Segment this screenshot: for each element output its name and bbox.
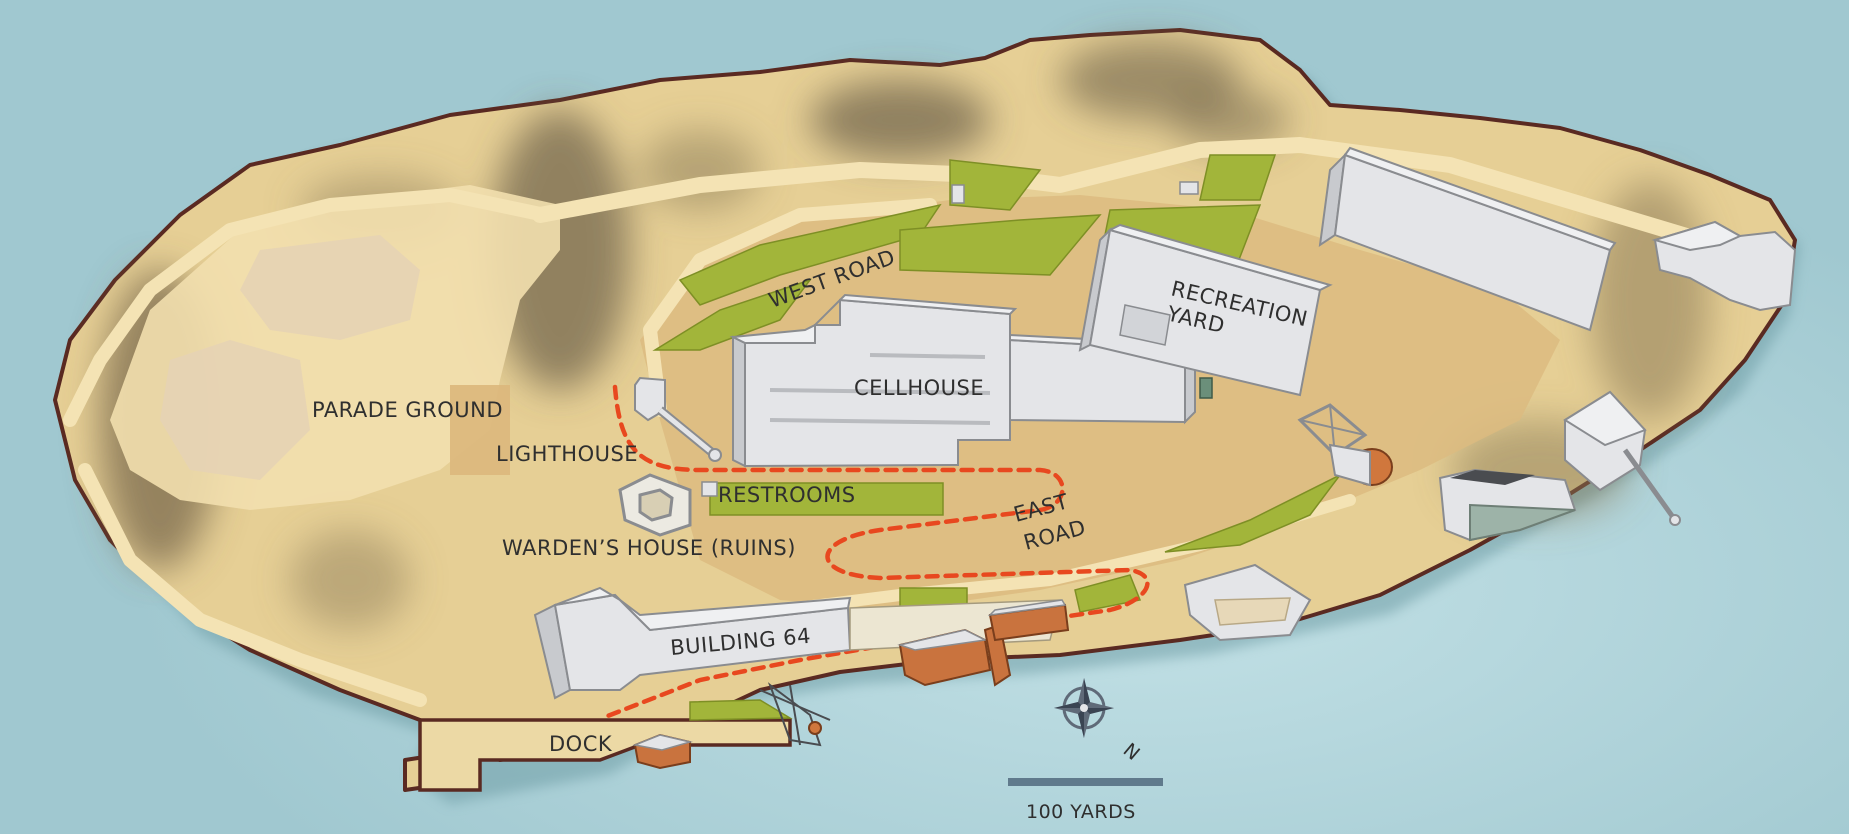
brick-buildings-south[interactable] [897,599,1070,687]
label-restrooms: RESTROOMS [718,483,856,507]
walking-path [602,384,1150,720]
scale-bar-label: 100 YARDS [1026,801,1136,823]
lawn-restrooms [709,482,944,516]
wardens-house-ruins[interactable] [618,473,692,537]
dock-pier [418,718,792,792]
parade-ground-field-south [160,340,310,480]
lawn-west-road-lower [652,278,813,351]
building-south-east[interactable] [1183,563,1312,642]
long-building-north-east[interactable] [1318,146,1617,332]
lawn-south-east [1074,574,1142,613]
water-tower[interactable] [1297,403,1393,487]
lawn-north-tip [1199,154,1277,201]
parade-ground-field-north [240,235,420,340]
building-far-east[interactable] [1651,220,1797,312]
label-dock: DOCK [549,732,613,756]
small-shed-green [1199,377,1213,399]
recreation-yard-structure[interactable] [1078,223,1333,397]
label-parade-ground: PARADE GROUND [312,398,503,422]
label-cellhouse: CELLHOUSE [854,376,984,400]
scale-bar [1008,778,1163,786]
dock-crane[interactable] [759,682,831,747]
small-shed-north-east [1179,181,1199,195]
dock-building[interactable] [632,733,693,770]
lawn-north-small [949,159,1042,211]
cellhouse-building[interactable] [729,293,1196,468]
lawn-dock [689,699,793,721]
compass-rose-icon [1054,678,1114,738]
parade-ground-patch [450,385,510,475]
small-shed-north [951,184,965,204]
building-east-powerhouse[interactable] [1438,468,1577,542]
building-east-tower[interactable] [1563,390,1681,526]
lighthouse-structure[interactable] [634,376,722,462]
lawn-central [899,214,1102,276]
label-wardens-house: WARDEN’S HOUSE (RUINS) [502,536,796,560]
label-lighthouse: LIGHTHOUSE [496,442,638,466]
restrooms-structure[interactable] [701,481,718,497]
lawn-east [1164,474,1341,553]
